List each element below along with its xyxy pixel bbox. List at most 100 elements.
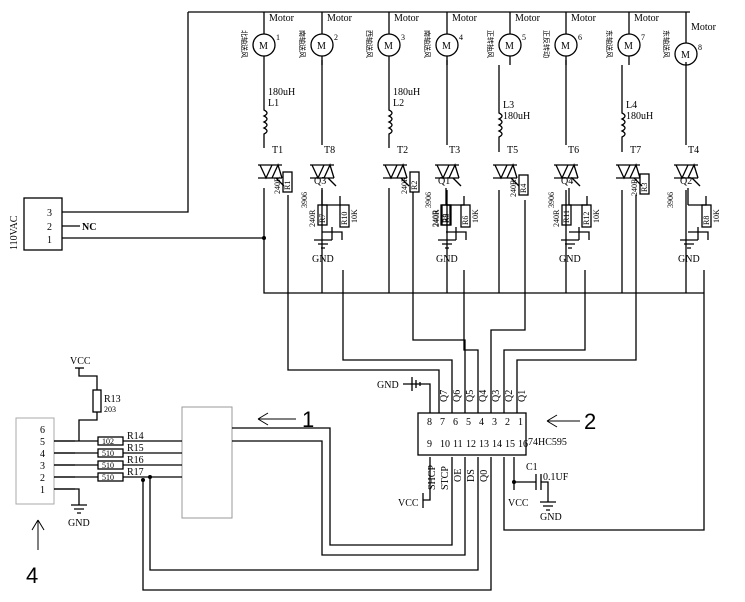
svg-text:VCC: VCC bbox=[70, 356, 91, 367]
callout-1: 1 bbox=[257, 407, 314, 432]
triac-label: T7 bbox=[630, 145, 641, 156]
top-power-bus bbox=[62, 11, 690, 213]
resistor-name: R15 bbox=[127, 443, 144, 454]
ic-vcc-left: VCC bbox=[398, 457, 431, 509]
triac-t7: T7 bbox=[616, 145, 643, 187]
svg-text:DS: DS bbox=[466, 469, 477, 482]
triac-label: T4 bbox=[688, 145, 699, 156]
ic-output-wiring bbox=[287, 192, 705, 531]
resistor-value: 240R bbox=[431, 209, 440, 227]
motor-note: 正反转动 bbox=[542, 30, 551, 58]
triac-t6: T6 bbox=[554, 145, 581, 187]
ic-pin-bottom: 13 bbox=[479, 439, 489, 450]
opto-label: Q1 bbox=[438, 176, 450, 187]
svg-text:1: 1 bbox=[47, 235, 52, 246]
resistor-value: 10K bbox=[471, 209, 480, 223]
ic-pin-bottom: 14 bbox=[492, 439, 502, 450]
resistor-name: R12 bbox=[582, 212, 591, 225]
svg-text:GND: GND bbox=[377, 380, 399, 391]
resistor-name: R2 bbox=[410, 181, 419, 190]
triac-t2: T2 bbox=[383, 145, 410, 187]
resistor-value: 240R bbox=[400, 176, 409, 194]
gnd-label: GND bbox=[559, 254, 581, 265]
ic-pin-bottom: 12 bbox=[466, 439, 476, 450]
svg-text:110VAC: 110VAC bbox=[9, 215, 20, 250]
triac-t5: T5 bbox=[493, 145, 520, 187]
triac-label: T6 bbox=[568, 145, 579, 156]
decoupling-capacitor: C1 0.1UF VCC GND bbox=[508, 457, 569, 523]
svg-text:L2: L2 bbox=[393, 98, 404, 109]
resistor-value: 240R bbox=[432, 209, 441, 227]
motor-number: 6 bbox=[578, 33, 582, 42]
resistor-value: 510 bbox=[102, 449, 114, 458]
header-pin: 5 bbox=[40, 437, 45, 448]
resistor-value: 10K bbox=[712, 209, 721, 223]
resistor-value: 10K bbox=[592, 209, 601, 223]
resistor-value: 10K bbox=[350, 209, 359, 223]
triac-t4: T4 bbox=[674, 145, 701, 187]
svg-text:180uH: 180uH bbox=[393, 87, 420, 98]
resistor-name: R17 bbox=[127, 467, 144, 478]
svg-text:4: 4 bbox=[26, 563, 38, 588]
ic-pin-top: 1 bbox=[518, 417, 523, 428]
motor-label: Motor bbox=[515, 13, 541, 24]
ic-signal-top: Q7 bbox=[439, 390, 450, 402]
svg-text:Q0: Q0 bbox=[479, 470, 490, 482]
ac-connector: 3 2 1 NC 110VAC bbox=[9, 197, 266, 251]
resistor-value: 510 bbox=[102, 473, 114, 482]
motor-symbol: M bbox=[505, 41, 514, 52]
ic-pin-top: 4 bbox=[479, 417, 484, 428]
motor-label: Motor bbox=[452, 13, 478, 24]
motor-number: 4 bbox=[459, 33, 463, 42]
svg-text:180uH: 180uH bbox=[503, 111, 530, 122]
motor-label: Motor bbox=[394, 13, 420, 24]
resistor-name: R14 bbox=[127, 431, 144, 442]
motor-number: 7 bbox=[641, 33, 645, 42]
motor-symbol: M bbox=[317, 41, 326, 52]
motor-note: 西轴送风 bbox=[365, 30, 374, 58]
ic-pin-bottom: 10 bbox=[440, 439, 450, 450]
svg-text:3: 3 bbox=[47, 208, 52, 219]
ic-signal-top: Q1 bbox=[517, 390, 528, 402]
resistor-value: 240R bbox=[308, 209, 317, 227]
opto-part: 3906 bbox=[666, 192, 675, 208]
motor-symbol: M bbox=[681, 50, 690, 61]
svg-text:C1: C1 bbox=[526, 462, 538, 473]
resistor-name: R10 bbox=[340, 212, 349, 225]
motor-number: 2 bbox=[334, 33, 338, 42]
gnd-label: GND bbox=[678, 254, 700, 265]
ic-pin-bottom: 16 bbox=[518, 439, 528, 450]
motor-number: 3 bbox=[401, 33, 405, 42]
header-pin: 1 bbox=[40, 485, 45, 496]
motor-note: 东轴送风 bbox=[605, 30, 614, 58]
resistor-value: 240R bbox=[630, 178, 639, 196]
inductor-l1: 180uH L1 bbox=[262, 65, 295, 148]
control-wiring bbox=[141, 427, 492, 591]
svg-text:GND: GND bbox=[68, 518, 90, 529]
svg-text:SHCP: SHCP bbox=[427, 465, 438, 490]
svg-text:203: 203 bbox=[104, 405, 116, 414]
svg-text:NC: NC bbox=[82, 222, 96, 233]
ic-signal-top: Q4 bbox=[478, 390, 489, 402]
ic-pin-top: 3 bbox=[492, 417, 497, 428]
motor-symbol: M bbox=[384, 41, 393, 52]
callout-2: 2 bbox=[546, 409, 596, 434]
svg-text:VCC: VCC bbox=[398, 498, 419, 509]
triac-label: T5 bbox=[507, 145, 518, 156]
triac-label: T1 bbox=[272, 145, 283, 156]
motor-array: MMotor1MMotor2MMotor3MMotor4MMotor5MMoto… bbox=[252, 12, 717, 66]
resistor-name: R8 bbox=[702, 216, 711, 225]
opto-part: 3906 bbox=[424, 192, 433, 208]
header-pin: 4 bbox=[40, 449, 45, 460]
svg-text:180uH: 180uH bbox=[268, 87, 295, 98]
